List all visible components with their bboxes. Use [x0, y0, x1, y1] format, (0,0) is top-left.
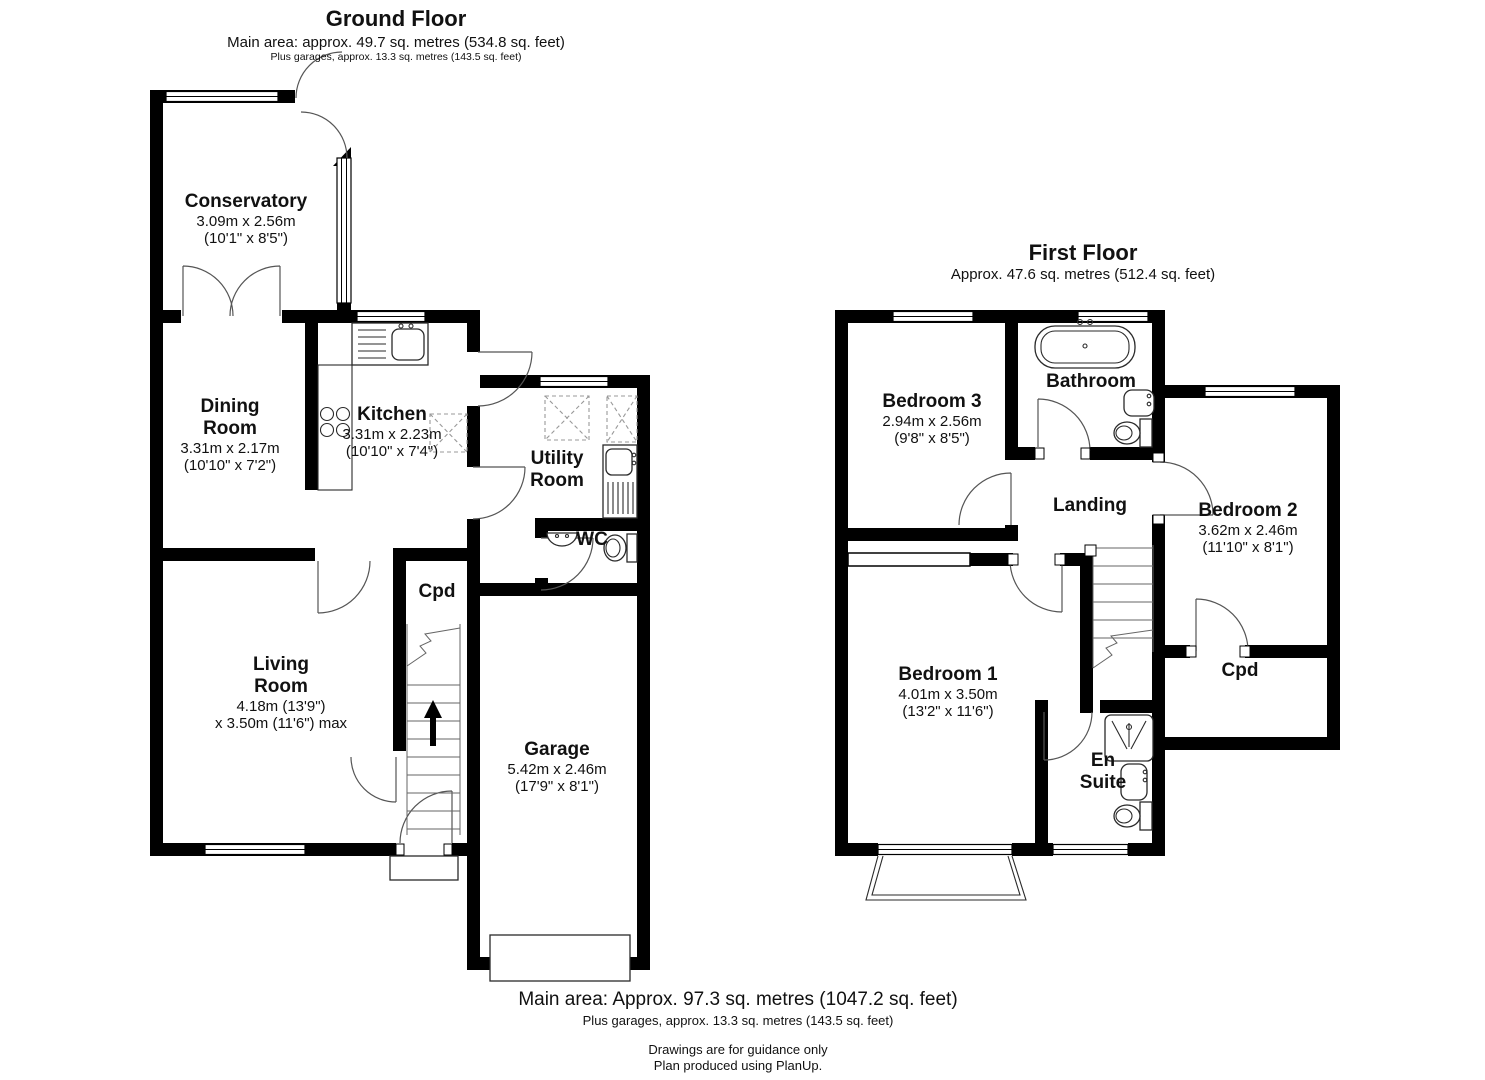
staircase-ground — [406, 624, 461, 835]
footer-garages: Plus garages, approx. 13.3 sq. metres (1… — [582, 1013, 894, 1028]
wc-toilet-icon — [603, 533, 638, 563]
room-dims-imperial: (10'10" x 7'2") — [183, 457, 277, 474]
room-dims-metric: 2.94m x 2.56m — [882, 413, 982, 430]
room-dims-imperial: x 3.50m (11'6") max — [214, 715, 348, 732]
ensuite-sink-icon — [1120, 763, 1148, 801]
en-suite-label: En Suite — [1080, 750, 1126, 794]
dining-room-label: Dining Room 3.31m x 2.17m (10'10" x 7'2"… — [180, 396, 279, 474]
stairs-up-arrow-icon — [424, 700, 442, 746]
ground-floor-walls — [150, 90, 650, 970]
footer-guidance: Drawings are for guidance only — [648, 1042, 828, 1057]
garage-label: Garage 5.42m x 2.46m (17'9" x 8'1") — [507, 739, 606, 795]
utility-sink-icon — [602, 444, 638, 519]
room-dims-imperial: (17'9" x 8'1") — [515, 778, 599, 795]
bathroom-toilet-icon — [1113, 418, 1153, 448]
living-room-window — [204, 843, 306, 856]
first-floor-doors — [958, 398, 1251, 761]
wc-basin-icon — [546, 532, 578, 547]
ground-floor-plan — [150, 51, 650, 982]
stud-partition — [847, 552, 971, 567]
room-name: Utility — [530, 448, 584, 469]
wc-label: WC — [576, 529, 608, 550]
living-room-label: Living Room 4.18m (13'9") x 3.50m (11'6"… — [215, 654, 347, 732]
utility-window — [539, 375, 609, 388]
room-name: Living — [253, 654, 309, 675]
bedroom2-label: Bedroom 2 3.62m x 2.46m (11'10" x 8'1") — [1198, 500, 1297, 556]
bathroom-label: Bathroom — [1046, 371, 1136, 392]
ensuite-window — [1052, 843, 1129, 856]
room-dims-metric: 5.42m x 2.46m — [507, 761, 607, 778]
room-dims-metric: 3.31m x 2.17m — [180, 440, 280, 457]
utility-appliance-space-1 — [544, 395, 590, 441]
bay-window — [865, 843, 1027, 901]
room-dims-imperial: (10'1" x 8'5") — [204, 230, 288, 247]
room-name: Suite — [1079, 772, 1127, 793]
utility-room-label: Utility Room — [530, 448, 584, 492]
ground-floor-garages: Plus garages, approx. 13.3 sq. metres (1… — [270, 51, 522, 63]
footer-main-area: Main area: Approx. 97.3 sq. metres (1047… — [518, 989, 958, 1010]
first-floor-plan — [835, 310, 1340, 901]
garage-door — [489, 934, 631, 982]
bedroom3-window — [892, 310, 974, 323]
room-name: Conservatory — [184, 191, 308, 212]
room-dims-imperial: (11'10" x 8'1") — [1202, 539, 1294, 556]
room-name: En — [1090, 750, 1116, 771]
kitchen-label: Kitchen 3.31m x 2.23m (10'10" x 7'4") — [342, 404, 441, 460]
cupboard-first-label: Cpd — [1221, 660, 1259, 681]
room-name: Garage — [524, 739, 590, 760]
ground-floor-area: Main area: approx. 49.7 sq. metres (534.… — [227, 34, 565, 51]
shower-icon — [1104, 714, 1154, 762]
kitchen-appliance-space — [429, 413, 468, 453]
room-dims-imperial: (9'8" x 8'5") — [894, 430, 970, 447]
first-floor-area: Approx. 47.6 sq. metres (512.4 sq. feet) — [950, 266, 1216, 283]
kitchen-counter — [317, 364, 353, 491]
conservatory-side-window — [336, 157, 352, 304]
staircase-first — [1084, 544, 1154, 669]
conservatory-top-window — [165, 90, 279, 103]
footer-produced: Plan produced using PlanUp. — [653, 1058, 823, 1073]
room-name: Room — [203, 418, 257, 439]
bathroom-sink-icon — [1123, 389, 1155, 417]
bedroom1-label: Bedroom 1 4.01m x 3.50m (13'2" x 11'6") — [898, 664, 997, 720]
conservatory-label: Conservatory 3.09m x 2.56m (10'1" x 8'5"… — [185, 191, 308, 247]
kitchen-sink-icon — [351, 322, 429, 366]
room-name: Bedroom 2 — [1198, 500, 1298, 521]
ground-floor-title: Ground Floor — [325, 6, 467, 31]
first-floor-title: First Floor — [1028, 240, 1138, 265]
front-door-porch — [389, 855, 459, 881]
room-dims-metric: 4.18m (13'9") — [236, 698, 326, 715]
hob-icon — [319, 406, 351, 438]
room-name: Room — [254, 676, 308, 697]
bedroom3-label: Bedroom 3 2.94m x 2.56m (9'8" x 8'5") — [882, 391, 981, 447]
kitchen-window — [356, 310, 426, 323]
ensuite-toilet-icon — [1113, 801, 1153, 831]
landing-label: Landing — [1053, 495, 1127, 516]
room-dims-imperial: (13'2" x 11'6") — [902, 703, 994, 720]
bathtub-icon — [1034, 318, 1136, 369]
room-dims-metric: 3.09m x 2.56m — [196, 213, 296, 230]
bathroom-window — [1077, 310, 1149, 323]
room-name: Dining — [200, 396, 260, 417]
room-name: Room — [530, 470, 584, 491]
room-dims-metric: 3.62m x 2.46m — [1198, 522, 1298, 539]
cupboard-ground-label: Cpd — [418, 581, 456, 602]
room-name: Kitchen — [357, 404, 427, 425]
room-dims-metric: 3.31m x 2.23m — [342, 426, 442, 443]
bedroom2-window — [1204, 385, 1296, 398]
room-name: Bedroom 3 — [882, 391, 982, 412]
utility-appliance-space-2 — [606, 395, 638, 443]
room-dims-metric: 4.01m x 3.50m — [898, 686, 998, 703]
room-dims-imperial: (10'10" x 7'4") — [345, 443, 439, 460]
room-name: Bedroom 1 — [898, 664, 998, 685]
